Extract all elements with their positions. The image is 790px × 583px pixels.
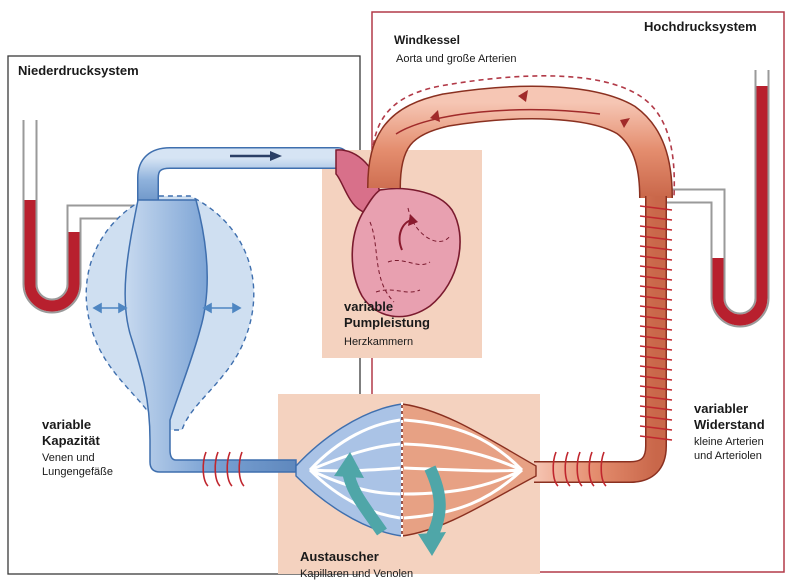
capacity-title-line2: Kapazität: [42, 434, 100, 449]
pump-title-line1: variable: [344, 300, 393, 315]
capacity-title-line1: variable: [42, 418, 91, 433]
windkessel-subtitle: Aorta und große Arterien: [396, 53, 516, 66]
capacity-subtitle-line1: Venen und: [42, 452, 95, 465]
resistance-title-line2: Widerstand: [694, 418, 765, 433]
pump-subtitle: Herzkammern: [344, 336, 413, 349]
artery-descending: [534, 196, 656, 472]
high-pressure-label: Hochdrucksystem: [644, 20, 757, 35]
pump-title-line2: Pumpleistung: [344, 316, 430, 331]
windkessel-title: Windkessel: [394, 34, 460, 48]
exchanger-title: Austauscher: [300, 550, 379, 565]
exchanger-subtitle: Kapillaren und Venolen: [300, 568, 413, 581]
capacity-subtitle-line2: Lungengefäße: [42, 466, 113, 479]
resistance-subtitle-line2: und Arteriolen: [694, 450, 762, 463]
resistance-title-line1: variabler: [694, 402, 748, 417]
low-pressure-label: Niederdrucksystem: [18, 64, 139, 79]
resistance-subtitle-line1: kleine Arterien: [694, 436, 764, 449]
